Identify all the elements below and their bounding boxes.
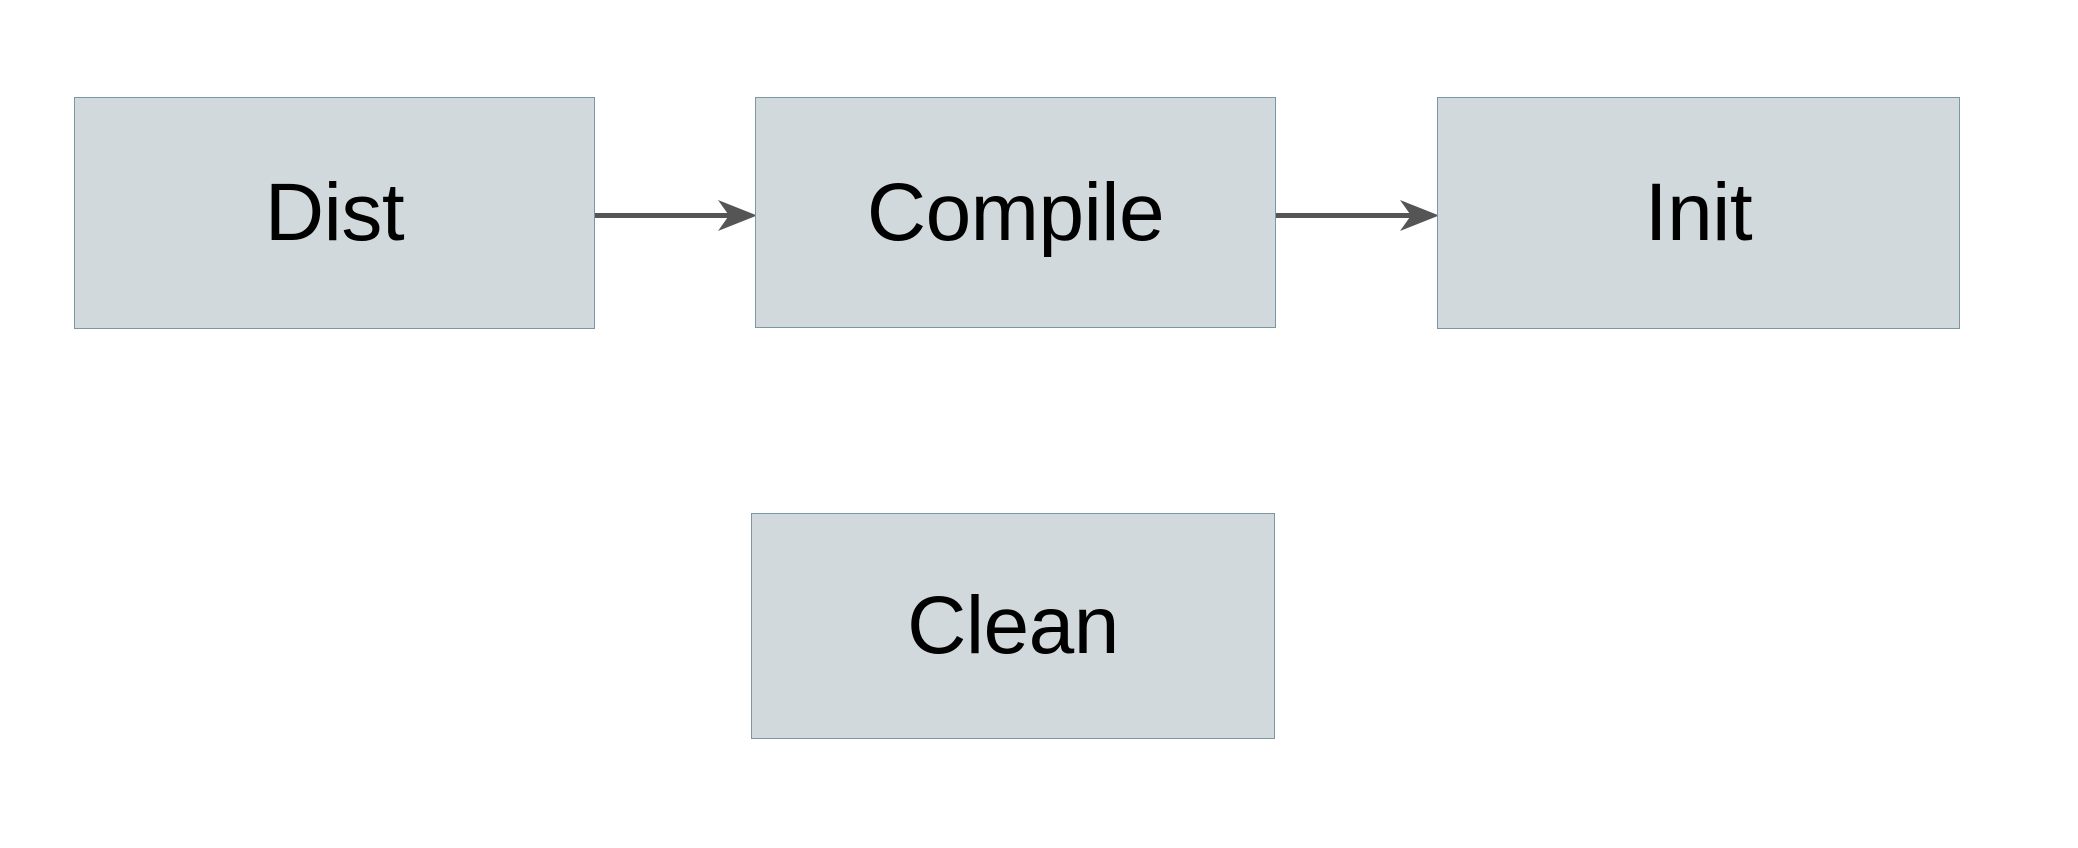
edge-dist-to-compile — [595, 195, 757, 237]
arrow-compile-to-init-icon — [1276, 200, 1439, 231]
node-init[interactable]: Init — [1437, 97, 1960, 329]
node-init-label: Init — [1644, 167, 1753, 258]
node-clean-label: Clean — [907, 580, 1119, 671]
arrow-dist-to-compile-icon — [595, 200, 757, 231]
node-compile-label: Compile — [866, 166, 1165, 258]
node-clean[interactable]: Clean — [751, 513, 1275, 739]
node-dist-label: Dist — [264, 167, 405, 258]
node-compile[interactable]: Compile — [755, 97, 1276, 328]
edge-compile-to-init — [1276, 195, 1439, 237]
node-dist[interactable]: Dist — [74, 97, 595, 329]
